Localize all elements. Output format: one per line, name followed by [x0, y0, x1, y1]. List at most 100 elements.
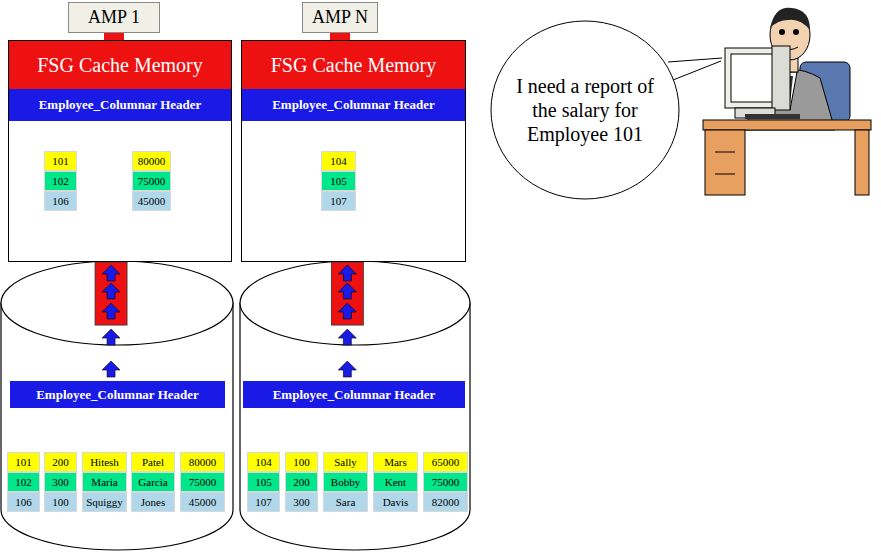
node-label: 107	[255, 496, 272, 508]
data-cell: 82000	[423, 492, 468, 512]
node-label: 100	[293, 456, 310, 468]
node-label: Sally	[334, 456, 357, 468]
node-label: 102	[52, 175, 69, 187]
data-cell: 107	[247, 492, 280, 512]
node-label: Patel	[142, 456, 164, 468]
node-label: I need a report of the salary for Employ…	[505, 74, 665, 146]
node-label: Employee_Columnar Header	[273, 387, 436, 403]
bubble-ellipse	[491, 21, 679, 199]
disk-cylinder	[1, 261, 233, 550]
node-label: Employee_Columnar Header	[36, 387, 199, 403]
node-label: 105	[255, 476, 272, 488]
person-at-desk	[703, 8, 871, 195]
data-cell: Garcia	[131, 472, 175, 492]
connector-bar	[104, 33, 124, 40]
node-label: 82000	[432, 496, 460, 508]
node-label: 200	[52, 456, 69, 468]
data-cell: 65000	[423, 452, 468, 472]
speech-bubble: I need a report of the salary for Employ…	[490, 20, 680, 200]
node-label: 107	[330, 195, 347, 207]
node-label: Maria	[91, 476, 117, 488]
transfer-bar	[331, 262, 363, 325]
columnar-header: Employee_Columnar Header	[242, 89, 465, 121]
node-label: Squiggy	[86, 496, 123, 508]
node-label: 65000	[432, 456, 460, 468]
node-label: 104	[330, 155, 347, 167]
node-label: 75000	[138, 175, 166, 187]
data-cell: 107	[321, 191, 356, 211]
node-label: 101	[52, 155, 69, 167]
arrow-head	[338, 303, 356, 319]
cache-memory: FSG Cache MemoryEmployee_Columnar Header…	[8, 40, 232, 262]
data-cell: 104	[247, 452, 280, 472]
data-cell: 100	[285, 452, 318, 472]
node-label: AMP N	[312, 7, 368, 28]
data-cell: 45000	[132, 191, 171, 211]
data-cell: 101	[7, 452, 40, 472]
node-label: 106	[52, 195, 69, 207]
node-label: Kent	[385, 476, 406, 488]
connector	[95, 262, 127, 377]
node-label: 106	[15, 496, 32, 508]
connector	[330, 33, 350, 40]
columnar-header: Employee_Columnar Header	[9, 89, 231, 121]
arrow-head	[338, 265, 356, 281]
connector-bar	[330, 33, 350, 40]
node-label: 102	[15, 476, 32, 488]
data-cell: Sally	[323, 452, 368, 472]
node-label: 80000	[189, 456, 217, 468]
data-cell: 200	[285, 472, 318, 492]
arrow-head	[338, 329, 356, 345]
data-cell: 75000	[180, 472, 225, 492]
arrow-head	[102, 283, 120, 299]
transfer-bar	[95, 262, 127, 325]
data-cell: Hitesh	[82, 452, 127, 472]
disk-cylinder	[240, 261, 470, 550]
arrow-head	[338, 283, 356, 299]
data-cell: 102	[44, 171, 77, 191]
data-cell: Maria	[82, 472, 127, 492]
columnar-header: Employee_Columnar Header	[243, 381, 465, 408]
node-label: AMP 1	[88, 7, 140, 28]
node-label: 104	[255, 456, 272, 468]
amp-label: AMP N	[302, 2, 378, 33]
data-cell: 80000	[180, 452, 225, 472]
node-label: Sara	[336, 496, 356, 508]
data-cell: Jones	[131, 492, 175, 512]
data-cell: Patel	[131, 452, 175, 472]
node-label: Hitesh	[90, 456, 119, 468]
data-cell: 200	[44, 452, 77, 472]
amp-label: AMP 1	[68, 2, 160, 33]
data-cell: 106	[7, 492, 40, 512]
data-cell: 300	[44, 472, 77, 492]
data-cell: Davis	[373, 492, 418, 512]
node-label: 101	[15, 456, 32, 468]
node-label: 300	[52, 476, 69, 488]
arrow-head	[102, 361, 120, 377]
cache-memory: FSG Cache MemoryEmployee_Columnar Header…	[241, 40, 466, 262]
speech-tail	[668, 58, 722, 80]
node-label: Garcia	[138, 476, 167, 488]
data-cell: 45000	[180, 492, 225, 512]
cache-title: FSG Cache Memory	[242, 41, 465, 89]
data-cell: 75000	[132, 171, 171, 191]
data-cell: 300	[285, 492, 318, 512]
data-cell: Squiggy	[82, 492, 127, 512]
data-cell: Mars	[373, 452, 418, 472]
arrow-head	[338, 361, 356, 377]
arrow-head	[102, 303, 120, 319]
data-cell: Kent	[373, 472, 418, 492]
data-cell: 101	[44, 151, 77, 171]
node-label: Employee_Columnar Header	[272, 97, 435, 113]
node-label: Jones	[141, 496, 165, 508]
node-label: 75000	[432, 476, 460, 488]
node-label: 80000	[138, 155, 166, 167]
connector	[331, 262, 363, 377]
data-cell: 105	[321, 171, 356, 191]
data-cell: 106	[44, 191, 77, 211]
arrow-head	[102, 329, 120, 345]
data-cell: Bobby	[323, 472, 368, 492]
node-label: 45000	[189, 496, 217, 508]
cache-title: FSG Cache Memory	[9, 41, 231, 89]
